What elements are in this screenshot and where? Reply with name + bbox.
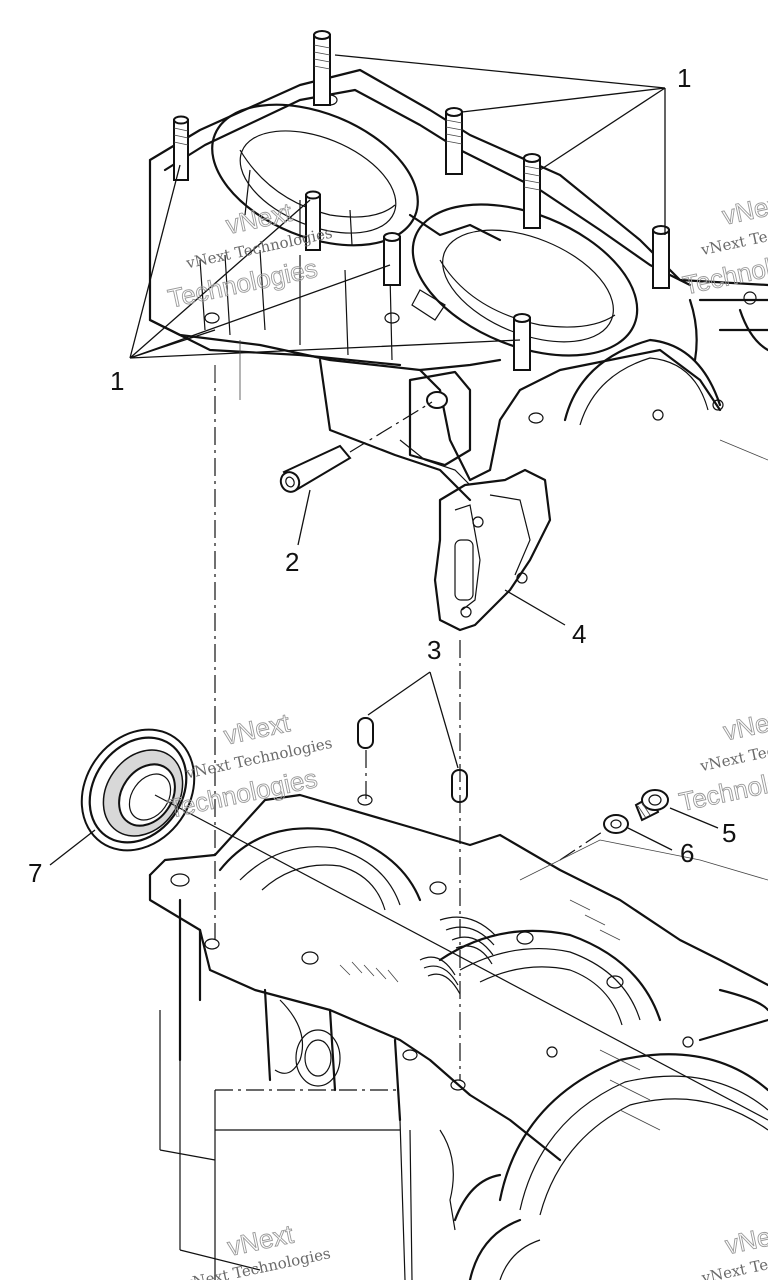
oil-seal-7 (49, 728, 768, 1121)
stud (652, 225, 670, 289)
drain-plug-5 (634, 789, 719, 829)
watermark-outline: vNext (723, 1217, 768, 1260)
stud (383, 232, 401, 286)
callout-3: 3 (427, 635, 441, 665)
watermark-outline: vNext (720, 187, 768, 230)
watermarks: vNext Technologies vNext Technologies vN… (165, 187, 768, 1280)
watermark-outline: vNext (721, 703, 768, 746)
stud (313, 30, 331, 106)
stud (513, 313, 531, 371)
callout-5: 5 (722, 818, 736, 848)
callout-1-leaders (129, 54, 666, 359)
callout-4-leader (504, 589, 566, 626)
cylinder-studs (173, 30, 670, 371)
dowel-pin-2 (279, 401, 433, 546)
background-outline (214, 340, 768, 881)
stud (173, 115, 189, 181)
upper-crankcase (148, 68, 768, 632)
lower-crankcase (148, 793, 768, 1280)
stud (445, 107, 463, 175)
labyrinth-seal (339, 916, 496, 995)
stud (523, 153, 541, 229)
callout-2: 2 (285, 547, 299, 577)
callout-labels: 1 1 2 3 4 5 6 7 (28, 63, 736, 888)
callout-1-left: 1 (110, 366, 124, 396)
dowel-pins-3 (357, 640, 468, 1080)
callout-4: 4 (572, 619, 586, 649)
callout-6: 6 (680, 838, 694, 868)
callout-7: 7 (28, 858, 42, 888)
callout-1-top: 1 (677, 63, 691, 93)
stud (305, 190, 321, 251)
washer-6 (559, 814, 673, 861)
